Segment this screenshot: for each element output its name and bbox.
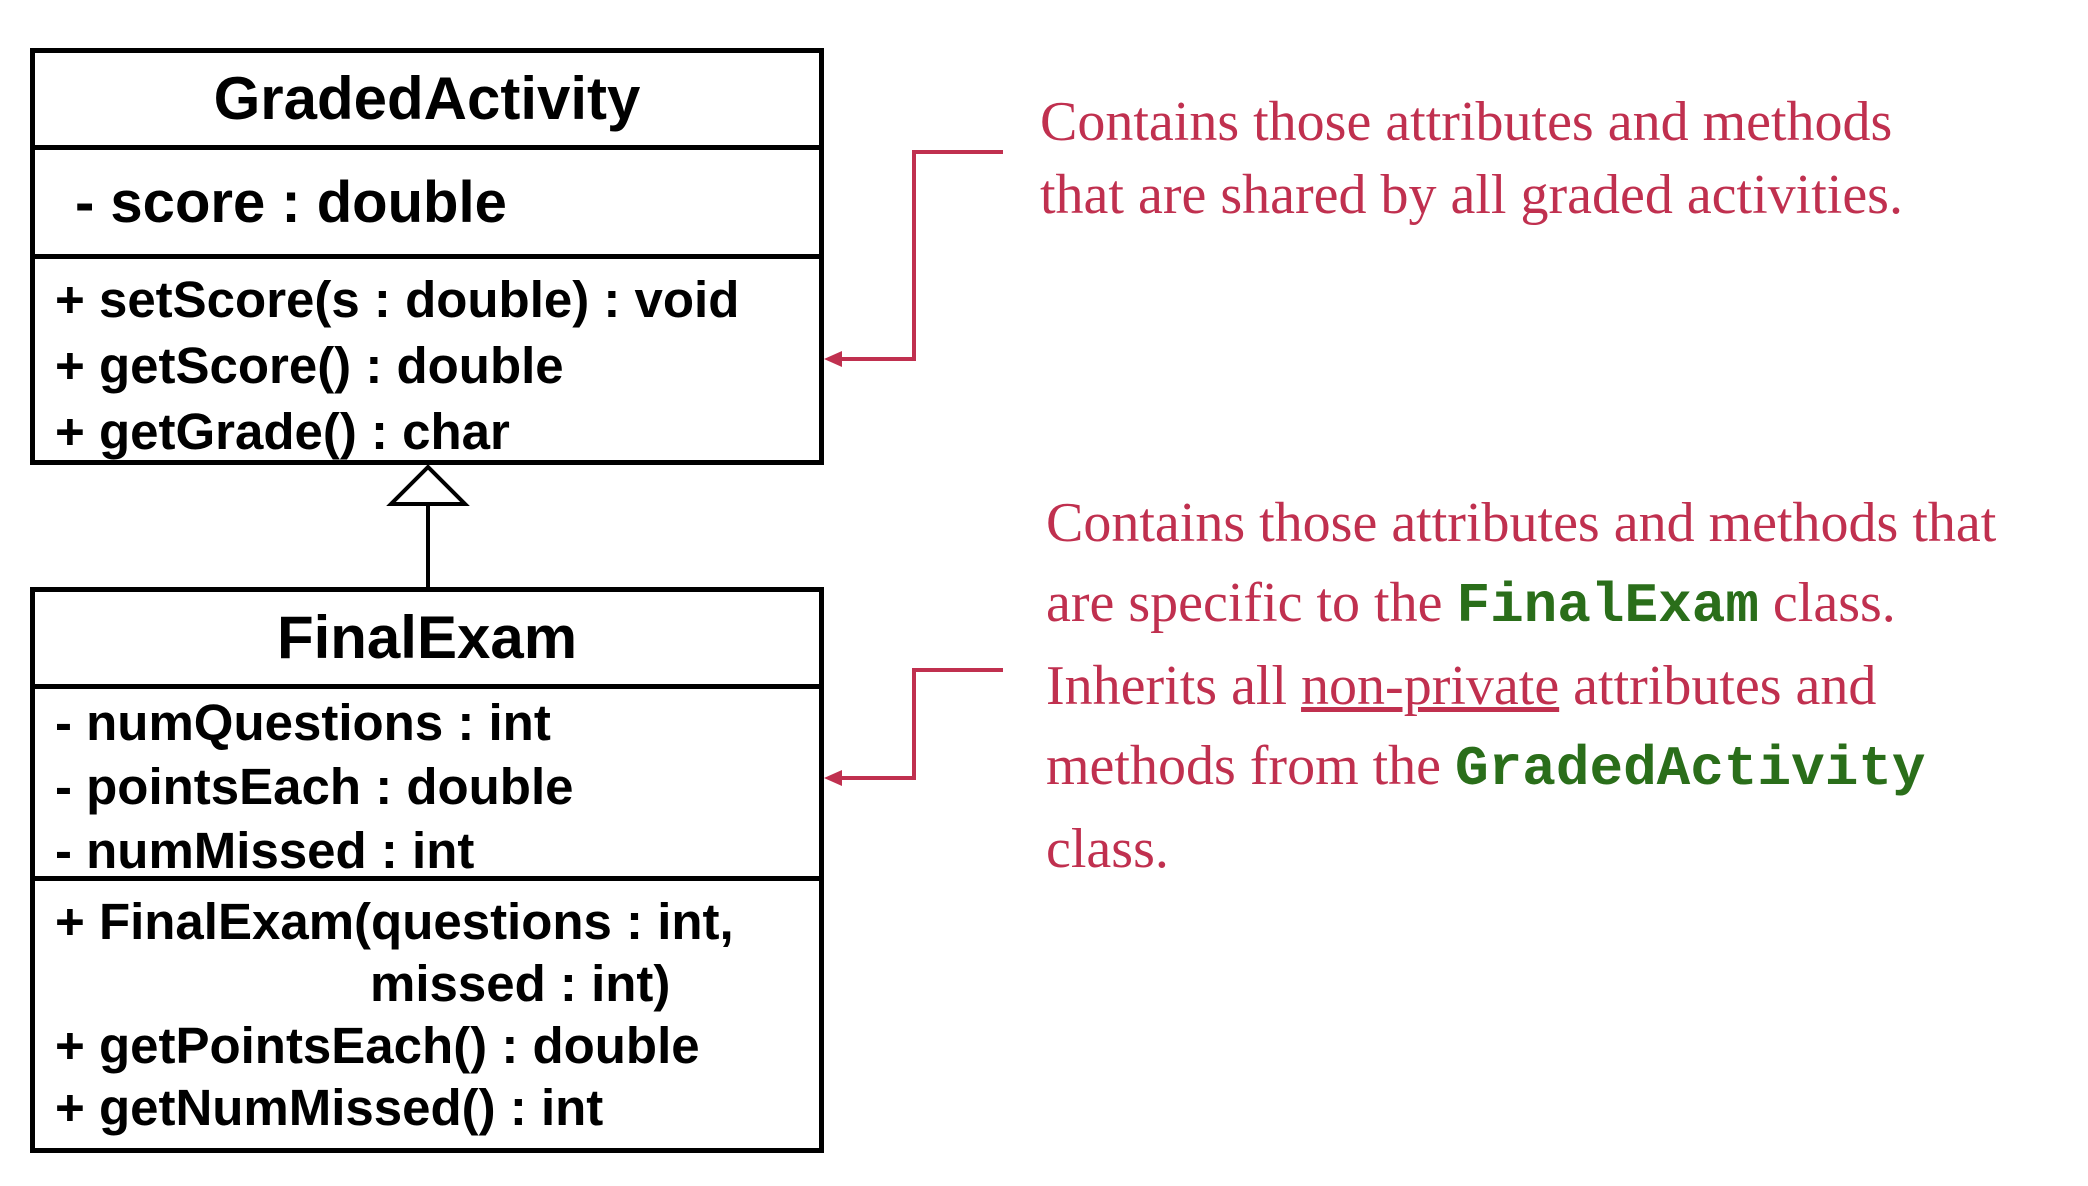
connector-top [838, 150, 1003, 361]
annotation-text: class. [1758, 572, 1896, 634]
class-box-final-exam: FinalExam - numQuestions : int - pointsE… [30, 587, 824, 1153]
code-finalexam: FinalExam [1456, 574, 1759, 638]
annotation-text: attributes and [1559, 655, 1877, 717]
class-name-section: GradedActivity [35, 53, 819, 150]
method-line: + setScore(s : double) : void [55, 271, 740, 328]
connector-top-arrowhead [824, 351, 842, 367]
inheritance-arrowhead [386, 464, 470, 506]
class-box-graded-activity: GradedActivity - score : double + setSco… [30, 48, 824, 465]
methods-section: + setScore(s : double) : void + getScore… [35, 259, 819, 465]
attribute-line: - score : double [75, 170, 507, 235]
method-line: + getGrade() : char [55, 403, 510, 460]
connector-bottom [838, 668, 1003, 780]
underlined-non-private: non-private [1301, 655, 1560, 717]
connector-bottom-arrowhead [824, 770, 842, 786]
method-line-continuation: missed : int) [370, 955, 671, 1012]
annotation-line: class. [1046, 818, 1169, 880]
class-name: GradedActivity [213, 65, 641, 132]
annotation-text: Inherits all [1046, 655, 1302, 717]
annotation-line: Contains those attributes and methods [1040, 91, 1893, 153]
attributes-section: - score : double [35, 150, 819, 259]
method-line: + getNumMissed() : int [55, 1079, 604, 1136]
attribute-line: - numQuestions : int [55, 694, 551, 751]
class-name: FinalExam [276, 604, 578, 671]
method-line: + getPointsEach() : double [55, 1017, 700, 1074]
attributes-section: - numQuestions : int - pointsEach : doub… [35, 689, 819, 881]
annotation-line: Contains those attributes and methods th… [1046, 492, 1997, 554]
annotation-line: that are shared by all graded activities… [1040, 164, 1903, 226]
annotation-text: are specific to the [1046, 572, 1457, 634]
attribute-line: - pointsEach : double [55, 758, 574, 815]
annotation-specific: Contains those attributes and methods th… [1046, 483, 2086, 889]
attribute-line: - numMissed : int [55, 822, 475, 879]
annotation-line: methods from the GradedActivity [1046, 726, 2086, 809]
annotation-text: methods from the [1046, 735, 1456, 797]
method-line: + FinalExam(questions : int, [55, 893, 734, 950]
annotation-line: Inherits all non-private attributes and [1046, 646, 2086, 726]
code-gradedactivity: GradedActivity [1455, 737, 1926, 801]
method-line: + getScore() : double [55, 337, 564, 394]
annotation-line: are specific to the FinalExam class. [1046, 563, 2086, 646]
class-name-section: FinalExam [35, 592, 819, 689]
methods-section: + FinalExam(questions : int, missed : in… [35, 881, 819, 1139]
annotation-shared: Contains those attributes and methods th… [1040, 86, 2080, 232]
